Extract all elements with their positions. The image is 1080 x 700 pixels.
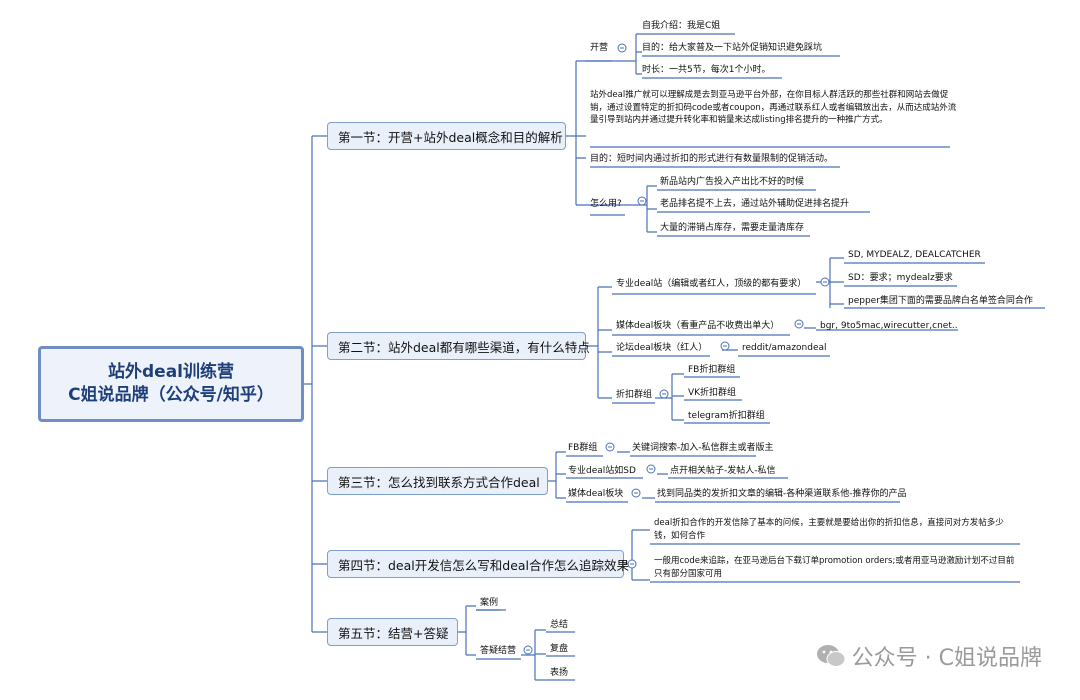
howto-item-3: 大量的滞销占库存，需要走量清库存 [660,223,805,233]
collapse-icon[interactable] [627,559,637,569]
collapse-icon[interactable] [820,277,830,287]
group-node[interactable]: 折扣群组 [616,390,653,400]
collapse-icon[interactable] [631,488,641,498]
section-2-node[interactable]: 第二节：站外deal都有哪些渠道，有什么特点 [327,332,590,360]
media-item: bgr, 9to5mac,wirecutter,cnet.. [820,321,958,331]
howto-node[interactable]: 怎么用? [590,199,622,209]
watermark: 公众号 · C姐说品牌 [816,640,1042,672]
s4-item-1: deal折扣合作的开发信除了基本的问候，主要就是要给出你的折扣信息，直接问对方发… [654,518,1004,541]
s5-qa-item-2: 复盘 [550,644,569,654]
section-5-node[interactable]: 第五节：结营+答疑 [327,618,458,646]
forum-deal-node[interactable]: 论坛deal板块（红人） [616,343,708,353]
root-title: 站外deal训练营 [108,362,234,383]
section-5-label: 第五节：结营+答疑 [338,625,449,641]
forum-item: reddit/amazondeal [742,343,827,353]
pro-item-3: pepper集团下面的需要品牌白名单签合同合作 [848,296,1033,306]
section-4-label: 第四节：deal开发信怎么写和deal合作怎么追踪效果 [338,557,630,573]
s3-fb-detail: 关键词搜索-加入-私信群主或者版主 [632,443,774,453]
howto-item-2: 老品排名提不上去，通过站外辅助促进排名提升 [660,199,850,209]
pro-deal-node[interactable]: 专业deal站（编辑或者红人，顶级的都有要求） [616,279,807,289]
collapse-icon[interactable] [605,442,615,452]
pro-item-1: SD, MYDEALZ, DEALCATCHER [848,250,981,260]
collapse-icon[interactable] [646,464,656,474]
s5-qa-node[interactable]: 答疑结营 [480,646,517,656]
s5-case: 案例 [480,598,499,608]
section-1-node[interactable]: 第一节：开营+站外deal概念和目的解析 [327,122,566,150]
section-4-node[interactable]: 第四节：deal开发信怎么写和deal合作怎么追踪效果 [327,550,629,578]
s3-media-detail: 找到同品类的发折扣文章的编辑-各种渠道联系他-推荐你的产品 [657,489,907,499]
s4-item-2: 一般用code来追踪，在亚马逊后台下载订单promotion orders;或者… [654,556,1015,579]
howto-item-1: 新品站内广告投入产出比不好的时候 [660,177,805,187]
collapse-icon[interactable] [720,341,730,351]
media-deal-node[interactable]: 媒体deal板块（看重产品不收费出单大） [616,321,780,331]
deal-definition: 站外deal推广就可以理解成是去到亚马逊平台外部，在你目标人群活跃的那些社群和网… [590,90,957,125]
collapse-icon[interactable] [617,43,627,53]
s3-fb-node[interactable]: FB群组 [568,443,598,453]
s3-media-node[interactable]: 媒体deal板块 [568,489,624,499]
section-1-label: 第一节：开营+站外deal概念和目的解析 [338,129,563,145]
group-item-1: FB折扣群组 [688,365,736,375]
pro-item-2: SD：要求；mydealz要求 [848,273,953,283]
s3-sd-detail: 点开相关帖子-发帖人-私信 [670,466,776,476]
collapse-icon[interactable] [637,196,647,206]
section-2-label: 第二节：站外deal都有哪些渠道，有什么特点 [338,339,590,355]
root-subtitle: C姐说品牌（公众号/知乎） [68,385,274,405]
group-item-2: VK折扣群组 [688,388,737,398]
kaiying-item-3: 时长：一共5节，每次1个小时。 [642,65,771,75]
wechat-icon [816,645,846,667]
kaiying-node[interactable]: 开营 [590,43,609,53]
s3-sd-node[interactable]: 专业deal站如SD [568,466,636,476]
kaiying-item-2: 目的：给大家普及一下站外促销知识避免踩坑 [642,43,823,53]
kaiying-item-1: 自我介绍：我是C姐 [642,21,721,31]
s5-qa-item-3: 表扬 [550,668,569,678]
collapse-icon[interactable] [794,319,804,329]
s5-qa-item-1: 总结 [550,620,569,630]
watermark-text: 公众号 · C姐说品牌 [851,646,1042,671]
collapse-icon[interactable] [523,645,533,655]
section-3-label: 第三节：怎么找到联系方式合作deal [338,474,540,490]
deal-purpose: 目的：短时间内通过折扣的形式进行有数量限制的促销活动。 [590,154,834,164]
root-node[interactable]: 站外deal训练营 C姐说品牌（公众号/知乎） [38,346,304,422]
section-3-node[interactable]: 第三节：怎么找到联系方式合作deal [327,467,548,495]
group-item-3: telegram折扣群组 [688,411,765,421]
collapse-icon[interactable] [659,389,669,399]
